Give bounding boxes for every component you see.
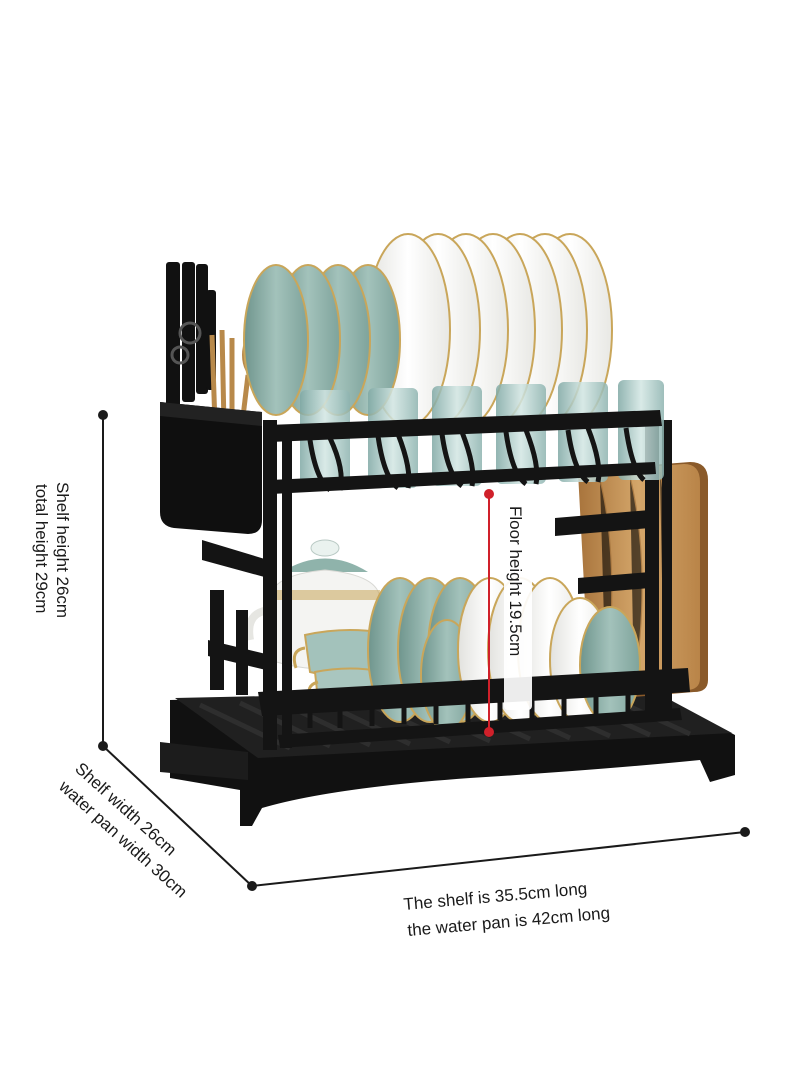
side-brackets <box>202 540 268 695</box>
floor-height-label: Floor height 19.5cm <box>506 506 525 656</box>
floor-height-marker <box>484 489 532 737</box>
total-height-label: total height 29cm <box>32 484 51 613</box>
upper-plates <box>243 233 613 427</box>
upper-shelf-frame <box>268 410 662 494</box>
length-dimension <box>251 827 750 887</box>
shelf-height-label: Shelf height 26cm <box>53 482 72 618</box>
utensil-holder <box>160 262 266 534</box>
rack-frame <box>263 415 672 750</box>
height-dimension <box>98 410 108 751</box>
